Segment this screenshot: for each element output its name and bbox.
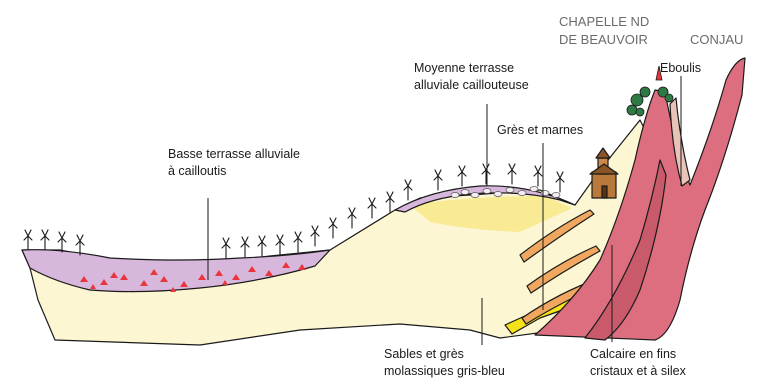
label-conjau: CONJAU — [690, 32, 743, 47]
label-basse-line1: Basse terrasse alluviale — [168, 147, 300, 161]
label-calcaire-line2: cristaux et à silex — [590, 364, 687, 378]
label-moyenne-line1: Moyenne terrasse — [414, 61, 514, 75]
label-sables-line2: molassiques gris-bleu — [384, 364, 505, 378]
label-moyenne-line2: alluviale caillouteuse — [414, 78, 529, 92]
label-calcaire-line1: Calcaire en fins — [590, 347, 676, 361]
label-chapelle-line2: DE BEAUVOIR — [559, 32, 648, 47]
label-chapelle-line1: CHAPELLE ND — [559, 14, 649, 29]
label-sables-line1: Sables et grès — [384, 347, 464, 361]
label-eboulis: Eboulis — [660, 61, 701, 75]
label-basse-line2: à cailloutis — [168, 164, 226, 178]
label-gres-marnes: Grès et marnes — [497, 123, 583, 137]
